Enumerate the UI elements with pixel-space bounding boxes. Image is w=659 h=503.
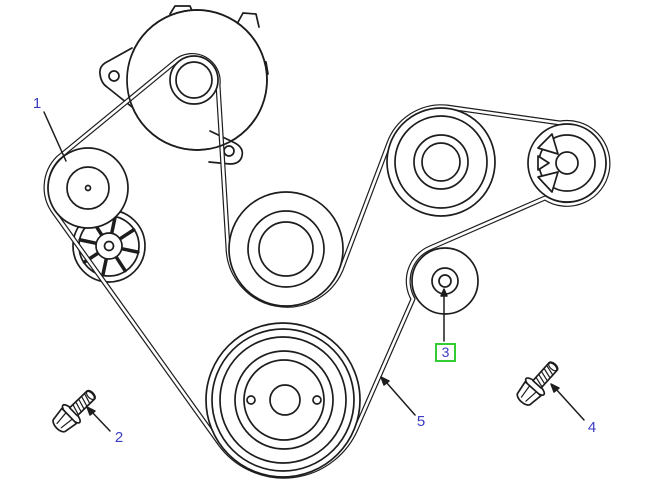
callout-5[interactable]: 5 (416, 413, 426, 430)
crankshaft-pulley (205, 322, 361, 478)
arrowhead-4 (550, 383, 560, 393)
leader-line-4 (554, 387, 585, 421)
spokes (78, 215, 140, 277)
arrowhead-2 (86, 406, 96, 416)
alternator-pulley (386, 107, 496, 217)
leader-line-5 (385, 381, 416, 416)
arrowhead-3 (440, 288, 448, 297)
arrowhead-5 (380, 376, 390, 386)
pump-housing-outline (126, 9, 268, 151)
callout-2[interactable]: 2 (114, 429, 124, 446)
leader-line-2 (90, 410, 111, 432)
bolt-threads (535, 364, 554, 388)
mounting-bolt-right (516, 361, 559, 406)
callout-3-box[interactable]: 3 (435, 343, 456, 362)
mounting-bolt-left (52, 389, 96, 433)
idler-pulley (411, 247, 479, 315)
tensioner-pulley (47, 147, 129, 229)
callout-4[interactable]: 4 (587, 419, 597, 436)
leader-lines (43, 111, 585, 432)
callout-1[interactable]: 1 (32, 95, 42, 112)
grooved-pulley (527, 123, 607, 203)
center-pulley (228, 191, 344, 307)
bolt-threads (72, 393, 91, 416)
pump-pulley (169, 55, 219, 105)
leader-line-1 (43, 111, 67, 162)
callout-3[interactable]: 3 (441, 344, 450, 360)
